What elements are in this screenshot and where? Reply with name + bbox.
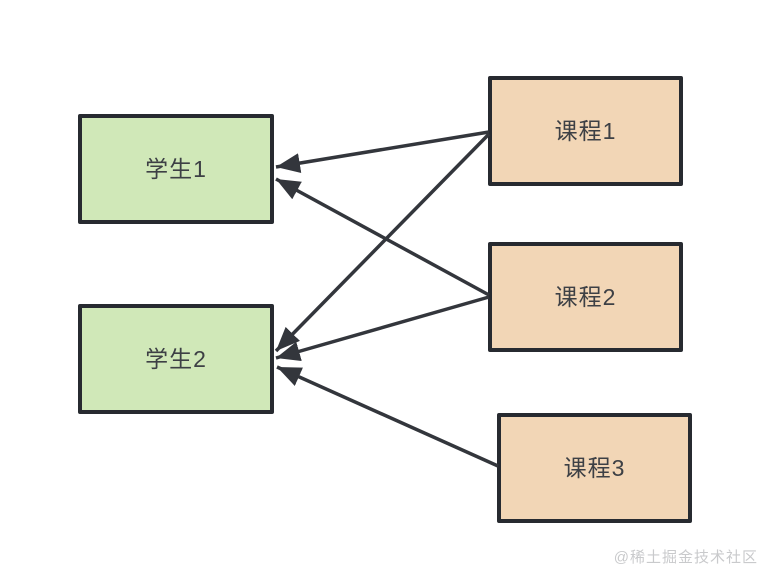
node-student1: 学生1: [78, 114, 274, 224]
node-label: 学生1: [145, 155, 207, 182]
node-course3: 课程3: [497, 413, 692, 523]
node-label: 课程3: [563, 454, 626, 481]
node-label: 课程2: [554, 283, 617, 310]
node-student2: 学生2: [78, 304, 274, 414]
node-course2: 课程2: [488, 242, 683, 352]
watermark: @稀土掘金技术社区: [613, 549, 758, 566]
node-label: 学生2: [145, 345, 207, 372]
node-label: 课程1: [554, 117, 617, 144]
node-course1: 课程1: [488, 76, 683, 186]
